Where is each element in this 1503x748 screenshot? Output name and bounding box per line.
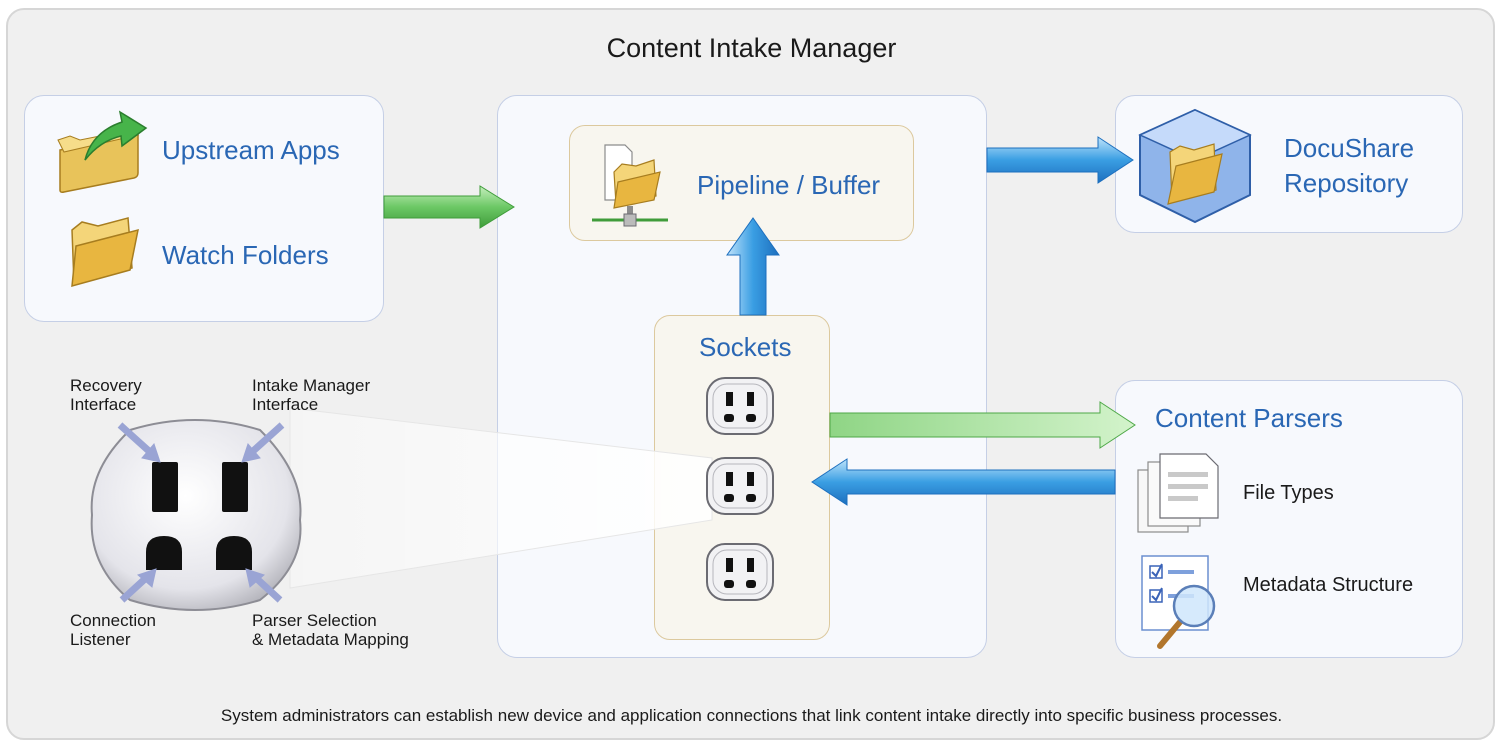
- content-parsers-label: Content Parsers: [1155, 403, 1343, 433]
- pointer-intake: [249, 422, 285, 455]
- repository-icon: [1138, 108, 1252, 224]
- diagram-title: Content Intake Manager: [606, 33, 897, 63]
- arrow-sockets-to-parsers: [829, 401, 1136, 449]
- arrow-sources-to-pipeline: [383, 185, 515, 229]
- parser-selection-callout: Parser Selection & Metadata Mapping: [252, 611, 409, 649]
- zoom-beam: [289, 407, 713, 589]
- footer-caption: System administrators can establish new …: [220, 706, 1283, 725]
- outlet-icon-1: [706, 377, 774, 435]
- arrow-sockets-to-pipeline: [726, 217, 780, 316]
- upstream-apps-label: Upstream Apps: [162, 135, 340, 165]
- file-types-label: File Types: [1243, 482, 1334, 504]
- outlet-icon-2: [706, 457, 774, 515]
- upstream-apps-icon: [57, 110, 148, 193]
- metadata-structure-icon: [1141, 555, 1216, 649]
- intake-manager-interface-callout: Intake Manager Interface: [252, 376, 371, 414]
- sockets-label: Sockets: [699, 332, 792, 362]
- watch-folders-icon: [71, 217, 139, 288]
- pipeline-icon: [592, 144, 668, 227]
- pointer-parser: [253, 575, 283, 603]
- arrow-manager-to-repository: [986, 136, 1134, 184]
- arrow-parsers-to-sockets: [811, 458, 1116, 506]
- large-socket-icon: [90, 419, 302, 611]
- repository-label-line2: Repository: [1284, 168, 1409, 198]
- connection-listener-callout: Connection Listener: [70, 611, 157, 649]
- sources-panel: [24, 95, 384, 322]
- pipeline-buffer-label: Pipeline / Buffer: [697, 170, 881, 200]
- pointer-recovery: [117, 422, 153, 455]
- file-types-icon: [1137, 453, 1219, 533]
- metadata-structure-label: Metadata Structure: [1243, 574, 1414, 596]
- outlet-icon-3: [706, 543, 774, 601]
- repository-label-line1: DocuShare: [1284, 133, 1415, 163]
- watch-folders-label: Watch Folders: [162, 240, 329, 270]
- pointer-connection: [119, 575, 149, 603]
- recovery-interface-callout: Recovery Interface: [70, 376, 142, 414]
